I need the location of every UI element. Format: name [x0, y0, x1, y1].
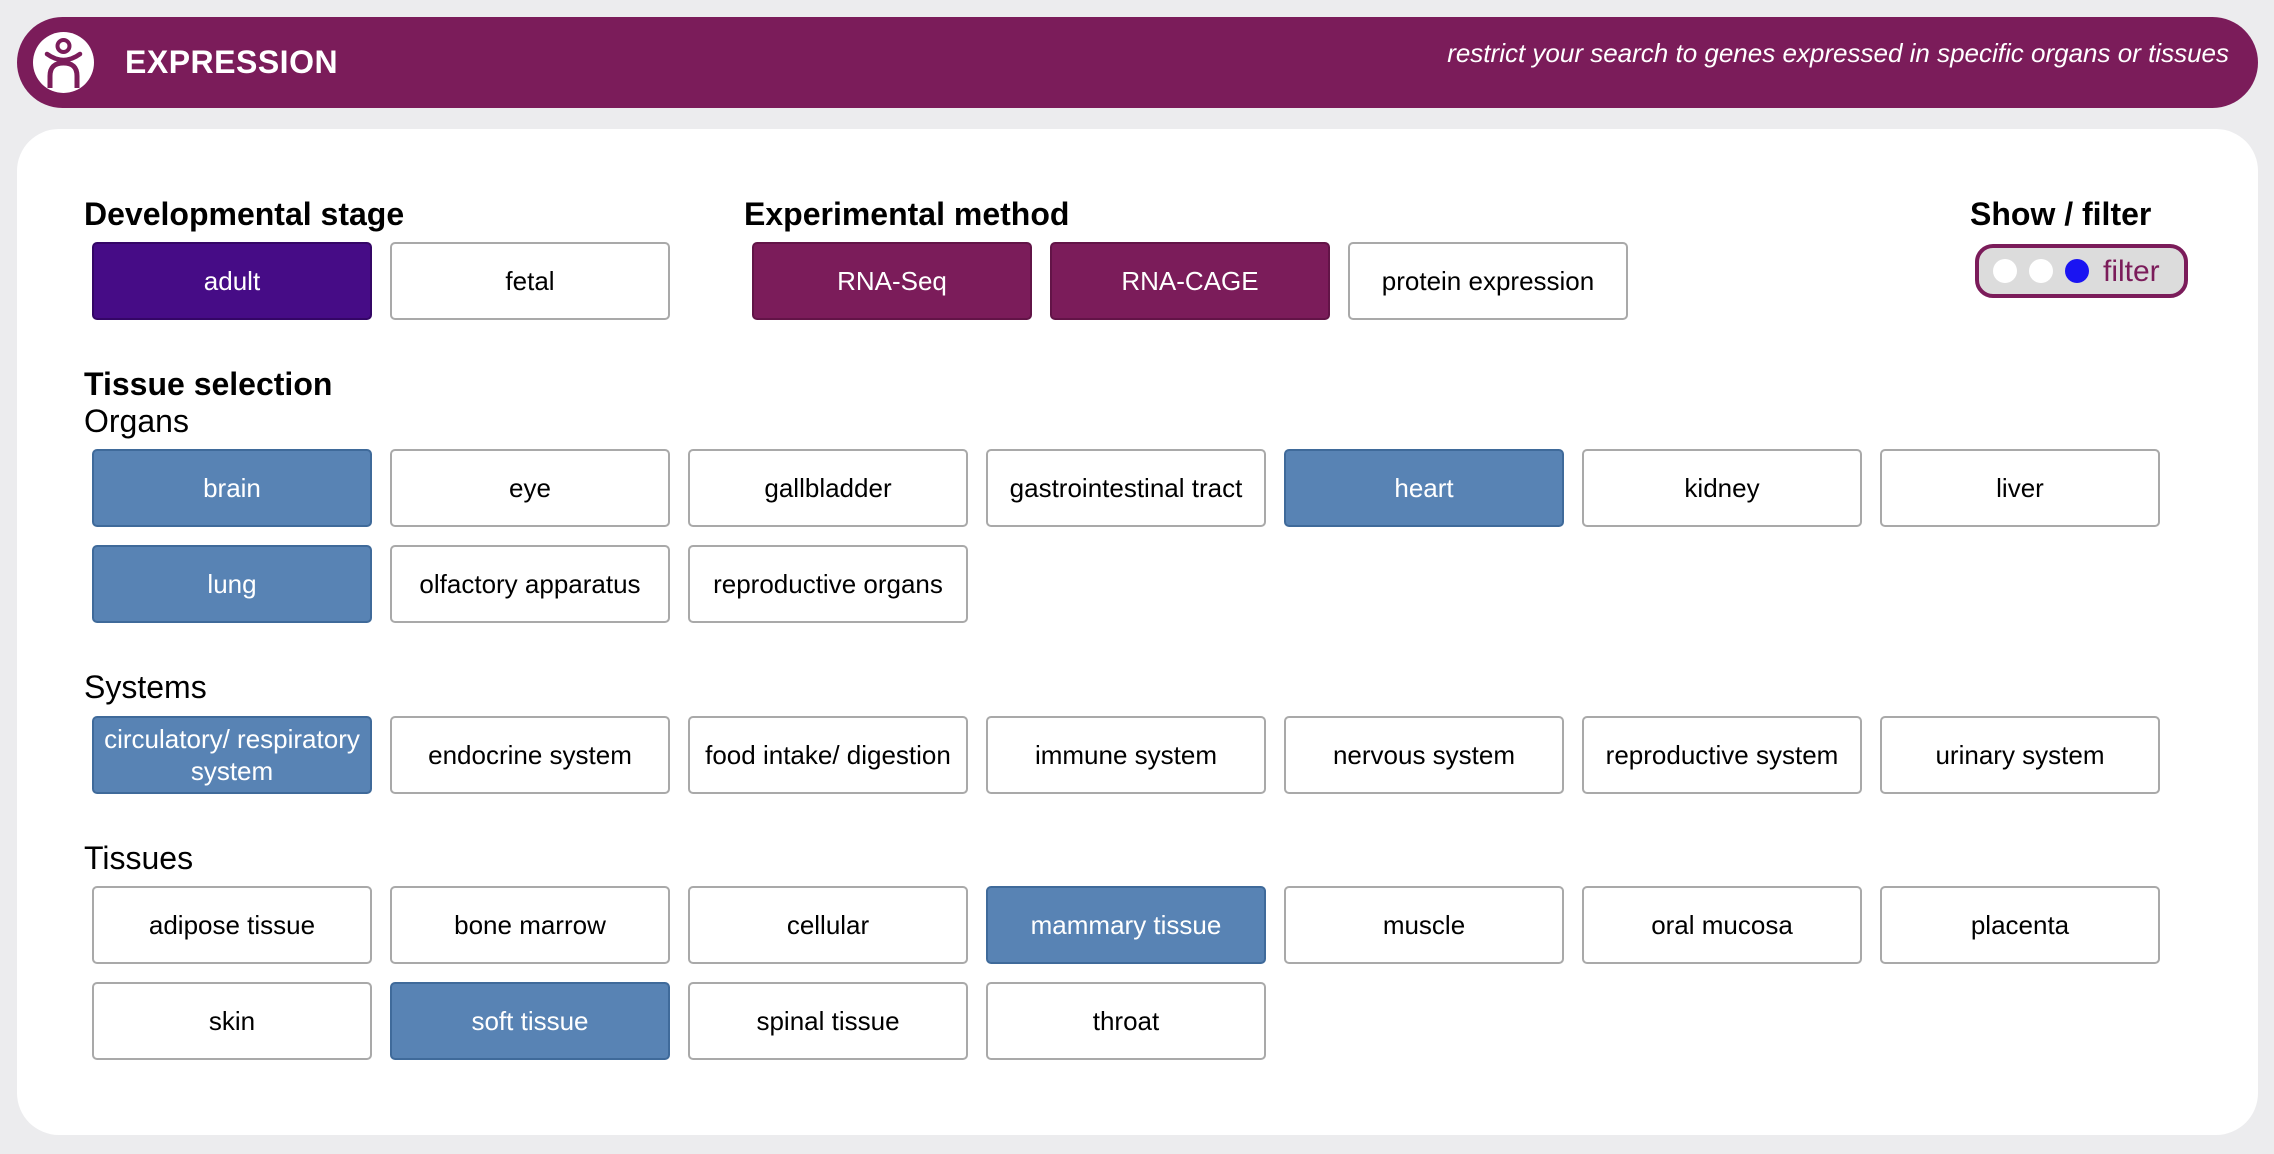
tissue-button-label: cellular — [786, 910, 870, 940]
system-reproductive-system-button[interactable]: reproductive system — [1582, 716, 1862, 794]
system-button-label: nervous system — [1332, 740, 1516, 770]
toggle-position-2[interactable] — [2029, 259, 2053, 283]
stage-adult-button[interactable]: adult — [92, 242, 372, 320]
tissue-button-label: muscle — [1382, 910, 1466, 940]
organ-button-label: olfactory apparatus — [419, 569, 641, 599]
system-button-label: endocrine system — [428, 740, 632, 770]
tissue-button-label: placenta — [1970, 910, 2070, 940]
organ-lung-button[interactable]: lung — [92, 545, 372, 623]
organ-button-label: lung — [207, 569, 257, 599]
system-urinary-system-button[interactable]: urinary system — [1880, 716, 2160, 794]
show-filter-toggle[interactable]: filter — [1975, 244, 2188, 298]
method-protein-expression-button[interactable]: protein expression — [1348, 242, 1628, 320]
systems-label: Systems — [84, 669, 207, 705]
system-circulatory-respiratory-system-button[interactable]: circulatory/ respiratory system — [92, 716, 372, 794]
organ-button-label: gastrointestinal tract — [1009, 473, 1243, 503]
header-tagline: restrict your search to genes expressed … — [1447, 38, 2229, 68]
show-filter-heading: Show / filter — [1970, 196, 2152, 232]
tissue-skin-button[interactable]: skin — [92, 982, 372, 1060]
organs-label: Organs — [84, 403, 189, 439]
organ-button-label: brain — [203, 473, 261, 503]
method-button-label: RNA-CAGE — [1121, 266, 1259, 296]
toggle-position-3[interactable] — [2065, 259, 2089, 283]
tissue-cellular-button[interactable]: cellular — [688, 886, 968, 964]
tissue-button-label: adipose tissue — [148, 910, 316, 940]
tissue-muscle-button[interactable]: muscle — [1284, 886, 1564, 964]
tissue-button-label: bone marrow — [454, 910, 606, 940]
tissue-adipose-tissue-button[interactable]: adipose tissue — [92, 886, 372, 964]
tissue-selection-heading: Tissue selection — [84, 366, 333, 402]
method-rna-cage-button[interactable]: RNA-CAGE — [1050, 242, 1330, 320]
tissue-button-label: spinal tissue — [756, 1006, 900, 1036]
organ-liver-button[interactable]: liver — [1880, 449, 2160, 527]
system-button-label: food intake/ digestion — [705, 740, 951, 770]
organ-button-label: reproductive organs — [713, 569, 943, 599]
header-title: EXPRESSION — [125, 44, 339, 80]
system-endocrine-system-button[interactable]: endocrine system — [390, 716, 670, 794]
method-button-label: protein expression — [1381, 266, 1595, 296]
organ-button-label: gallbladder — [764, 473, 892, 503]
tissue-button-label: mammary tissue — [1030, 910, 1222, 940]
organ-eye-button[interactable]: eye — [390, 449, 670, 527]
organ-heart-button[interactable]: heart — [1284, 449, 1564, 527]
tissue-button-label: skin — [208, 1006, 256, 1036]
organ-kidney-button[interactable]: kidney — [1582, 449, 1862, 527]
tissue-button-label: oral mucosa — [1651, 910, 1793, 940]
organ-button-label: eye — [509, 473, 551, 503]
tissue-oral-mucosa-button[interactable]: oral mucosa — [1582, 886, 1862, 964]
method-rna-seq-button[interactable]: RNA-Seq — [752, 242, 1032, 320]
tissues-label: Tissues — [84, 840, 194, 876]
tissue-soft-tissue-button[interactable]: soft tissue — [390, 982, 670, 1060]
stage-fetal-button[interactable]: fetal — [390, 242, 670, 320]
tissue-throat-button[interactable]: throat — [986, 982, 1266, 1060]
organ-button-label: liver — [1996, 473, 2044, 503]
organ-brain-button[interactable]: brain — [92, 449, 372, 527]
stage-button-label: adult — [203, 266, 261, 296]
organ-olfactory-apparatus-button[interactable]: olfactory apparatus — [390, 545, 670, 623]
system-button-label: reproductive system — [1605, 740, 1839, 770]
system-nervous-system-button[interactable]: nervous system — [1284, 716, 1564, 794]
tissue-button-label: soft tissue — [471, 1006, 589, 1036]
organ-gallbladder-button[interactable]: gallbladder — [688, 449, 968, 527]
toggle-position-1[interactable] — [1993, 259, 2017, 283]
organ-reproductive-organs-button[interactable]: reproductive organs — [688, 545, 968, 623]
tissue-placenta-button[interactable]: placenta — [1880, 886, 2160, 964]
system-button-label: immune system — [1034, 740, 1218, 770]
stage-button-label: fetal — [505, 266, 555, 296]
experimental-method-heading: Experimental method — [744, 196, 1070, 232]
developmental-stage-heading: Developmental stage — [84, 196, 405, 232]
system-button-label: circulatory/ respiratory system — [104, 724, 360, 786]
system-button-label: urinary system — [1935, 740, 2105, 770]
tissue-bone-marrow-button[interactable]: bone marrow — [390, 886, 670, 964]
tissue-button-label: throat — [1092, 1006, 1160, 1036]
system-food-intake-digestion-button[interactable]: food intake/ digestion — [688, 716, 968, 794]
tissue-mammary-tissue-button[interactable]: mammary tissue — [986, 886, 1266, 964]
organ-button-label: heart — [1394, 473, 1454, 503]
person-logo-icon — [33, 32, 94, 93]
header-bar: EXPRESSION restrict your search to genes… — [17, 17, 2258, 108]
organ-button-label: kidney — [1684, 473, 1760, 503]
tissue-spinal-tissue-button[interactable]: spinal tissue — [688, 982, 968, 1060]
method-button-label: RNA-Seq — [837, 266, 947, 296]
toggle-label: filter — [2103, 255, 2160, 288]
organ-gastrointestinal-tract-button[interactable]: gastrointestinal tract — [986, 449, 1266, 527]
system-immune-system-button[interactable]: immune system — [986, 716, 1266, 794]
